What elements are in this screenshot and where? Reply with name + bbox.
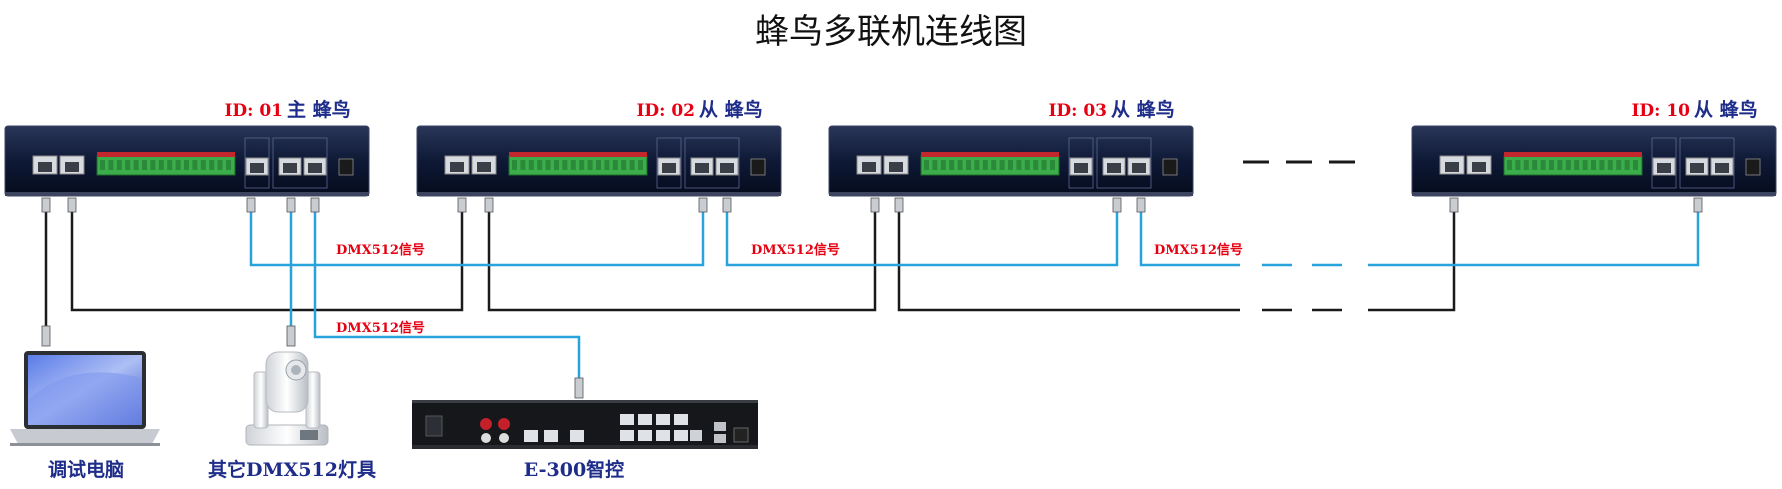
cable-plug	[484, 197, 494, 213]
net-cable-controller2-to-3	[487, 210, 877, 312]
moving-head-light-label: 其它DMX512灯具	[208, 458, 376, 481]
cable-plug	[722, 197, 732, 213]
controller-role-label: 从 蜂鸟	[699, 98, 763, 121]
cable-plug	[870, 197, 880, 213]
cable-plug	[41, 325, 51, 347]
cable-plug	[41, 197, 51, 213]
cable-plug	[1112, 197, 1122, 213]
cable-plug	[1136, 197, 1146, 213]
signal-label-2: DMX512信号	[751, 242, 840, 258]
net-cable-controller3-onward	[897, 210, 1240, 312]
cable-plug	[286, 197, 296, 213]
cable-plug	[894, 197, 904, 213]
dmx-cable-e300	[313, 210, 581, 378]
dmx-cable-controller2-to-3	[725, 210, 1119, 267]
moving-head-light-device	[245, 351, 329, 446]
signal-label-4: DMX512信号	[336, 320, 425, 336]
dmx-cable-controller1-to-2	[249, 210, 705, 267]
dmx-cable-controller3-onward	[1139, 210, 1240, 267]
cable-plug	[457, 197, 467, 213]
signal-label-1: DMX512信号	[336, 242, 425, 258]
cable-plug	[286, 325, 296, 347]
net-cable-controller1-to-2	[70, 210, 464, 312]
controller-role-label: 从 蜂鸟	[1694, 98, 1758, 121]
power-jack	[1745, 158, 1761, 176]
controller-role-label: 从 蜂鸟	[1111, 98, 1175, 121]
controller-id-label: ID: 03	[1048, 101, 1107, 121]
power-jack	[338, 158, 354, 176]
signal-label-3: DMX512信号	[1154, 242, 1243, 258]
cable-plug	[698, 197, 708, 213]
dmx-cable-to-controller10	[1368, 210, 1700, 267]
controller-id-label: ID: 10	[1631, 101, 1690, 121]
e300-controller-device	[412, 400, 758, 449]
power-jack	[1162, 158, 1178, 176]
cables	[44, 210, 1700, 378]
laptop-device	[10, 351, 160, 446]
controller-id-label: ID: 02	[636, 101, 695, 121]
cable-plug	[246, 197, 256, 213]
cable-plug	[67, 197, 77, 213]
cable-plug	[310, 197, 320, 213]
laptop-label: 调试电脑	[48, 458, 124, 481]
connector-plugs	[41, 197, 1703, 399]
cable-plug	[1693, 197, 1703, 213]
controller-role-label: 主 蜂鸟	[287, 98, 351, 121]
controller-id-label: ID: 01	[224, 101, 283, 121]
net-cable-to-controller10	[1368, 210, 1456, 312]
e300-controller-label: E-300智控	[524, 458, 624, 481]
power-jack	[750, 158, 766, 176]
cable-plug	[574, 377, 584, 399]
diagram-title: 蜂鸟多联机连线图	[755, 12, 1027, 52]
cable-plug	[1449, 197, 1459, 213]
